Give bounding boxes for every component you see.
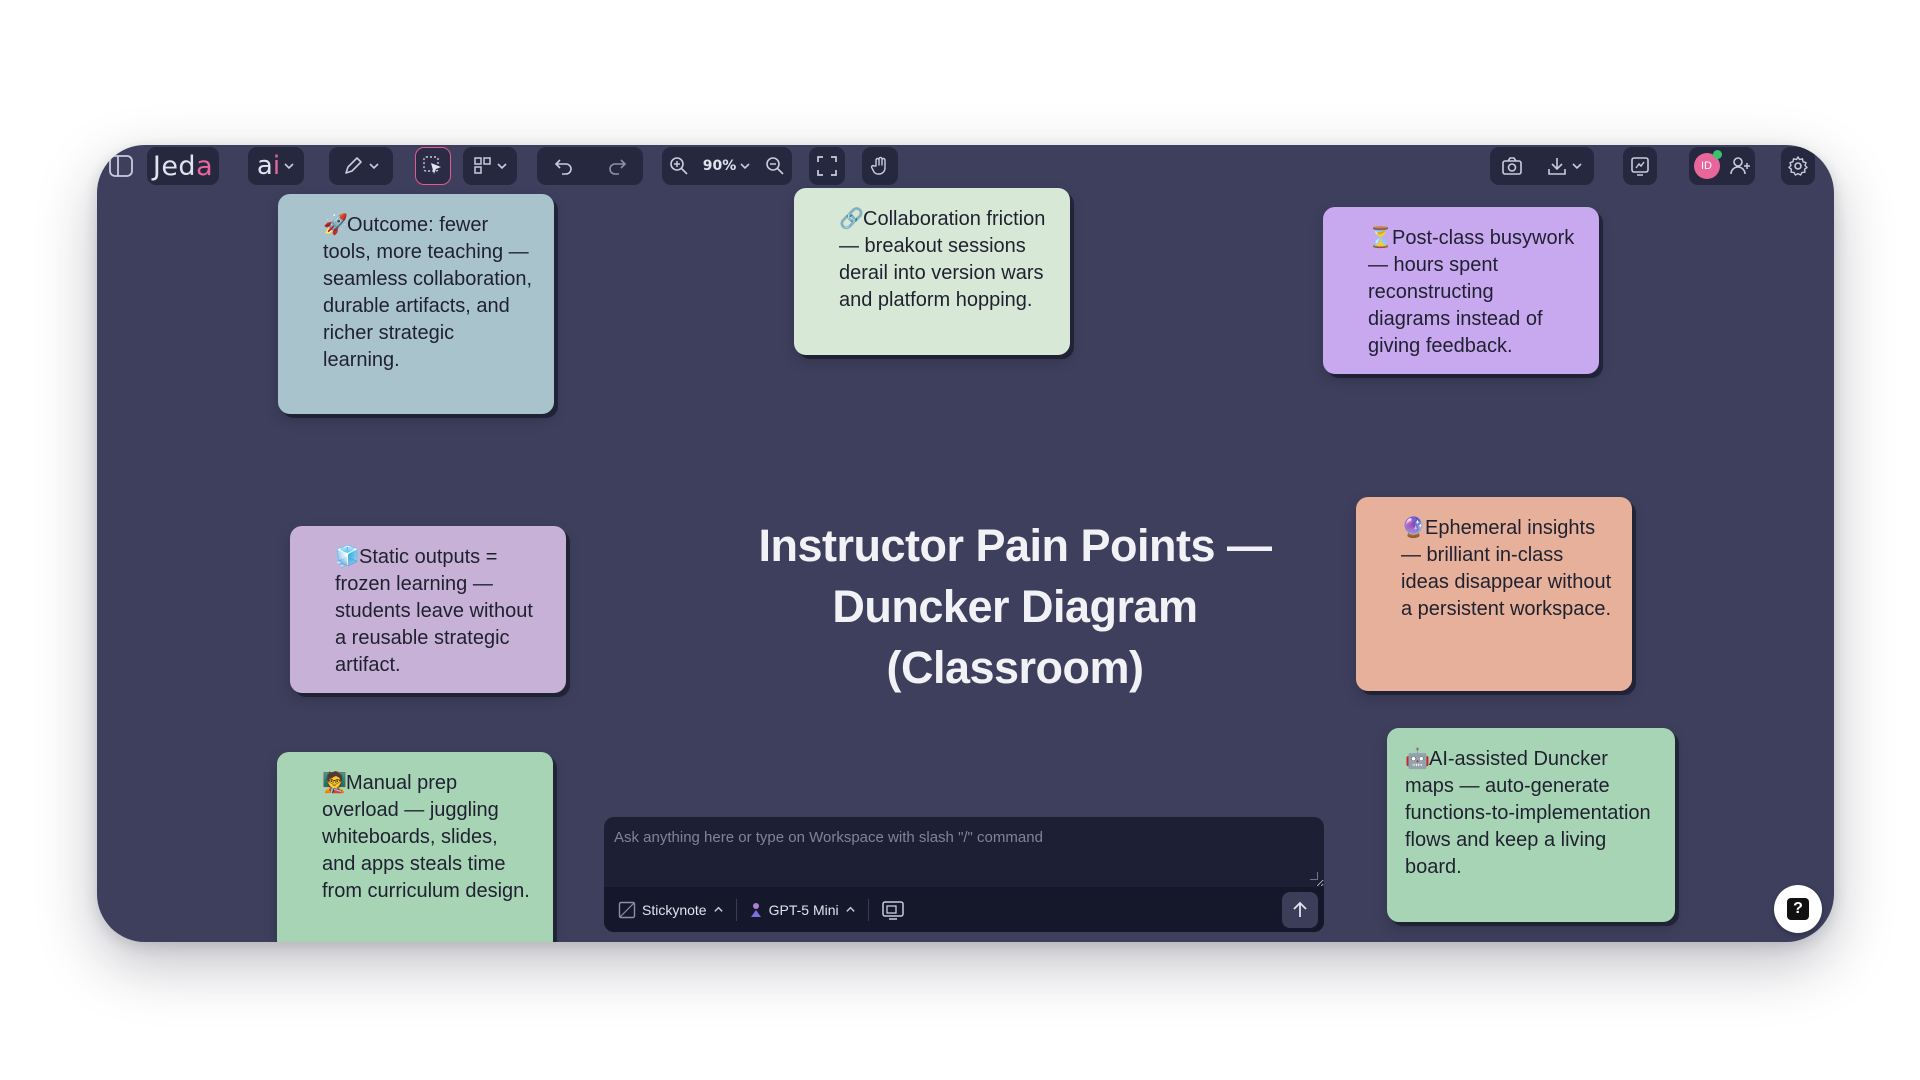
export-controls [1490, 147, 1594, 185]
ai-prompt-input[interactable] [604, 817, 1324, 887]
pen-icon [342, 155, 364, 177]
whiteboard-canvas[interactable]: Jeda ai [97, 145, 1834, 942]
divider [867, 898, 869, 921]
screen-capture-icon [881, 900, 905, 920]
chevron-up-icon [845, 904, 856, 915]
robot-icon: 🤖 [1405, 748, 1430, 770]
output-mode-label: Stickynote [642, 901, 707, 918]
ice-cube-icon: 🧊 [335, 546, 360, 568]
grid-shapes-icon [473, 156, 493, 176]
board-title[interactable]: Instructor Pain Points — Duncker Diagram… [695, 515, 1335, 698]
zoom-in-icon[interactable] [668, 155, 690, 177]
undo-icon[interactable] [553, 155, 575, 177]
history-controls [537, 147, 643, 185]
divider [735, 898, 737, 921]
zoom-controls: 90% [662, 147, 792, 185]
pan-tool-button[interactable] [862, 147, 898, 185]
pen-tool-button[interactable] [329, 147, 393, 185]
download-icon [1546, 155, 1568, 177]
select-tool-button[interactable] [415, 147, 451, 185]
note-text: Ephemeral insights — brilliant in-class … [1401, 517, 1612, 620]
chevron-down-icon [283, 160, 295, 172]
crystal-ball-icon: 🔮 [1401, 517, 1426, 539]
zoom-level: 90% [702, 158, 737, 174]
resize-handle[interactable] [1310, 872, 1318, 880]
sticky-note[interactable]: 🔮Ephemeral insights — brilliant in-class… [1356, 497, 1632, 691]
rocket-icon: 🚀 [323, 214, 348, 236]
settings-button[interactable] [1781, 147, 1815, 185]
link-icon: 🔗 [839, 208, 864, 230]
download-dropdown[interactable] [1546, 155, 1583, 177]
ai-menu-button[interactable]: ai [248, 147, 304, 185]
model-dropdown[interactable]: GPT-5 Mini [743, 902, 862, 918]
sticky-note[interactable]: 🤖AI-assisted Duncker maps — auto-generat… [1387, 728, 1675, 922]
note-text: Collaboration friction — breakout sessio… [839, 208, 1046, 311]
sticky-note[interactable]: ⏳Post-class busywork — hours spent recon… [1323, 207, 1599, 374]
attach-screen-button[interactable] [875, 900, 911, 920]
chevron-down-icon [368, 160, 380, 172]
send-button[interactable] [1282, 892, 1318, 928]
ai-label: ai [256, 151, 281, 181]
present-button[interactable] [1623, 147, 1657, 185]
sticky-note[interactable]: 🧑‍🏫Manual prep overload — juggling white… [277, 752, 553, 942]
board-title-line: (Classroom) [886, 642, 1144, 693]
sticky-note[interactable]: 🔗Collaboration friction — breakout sessi… [794, 188, 1070, 355]
board-title-line: Instructor Pain Points — [758, 520, 1272, 571]
help-button[interactable]: ? [1774, 885, 1822, 933]
model-label: GPT-5 Mini [768, 901, 839, 918]
chevron-up-icon [713, 904, 724, 915]
sidebar-toggle-icon [108, 153, 134, 179]
fit-screen-button[interactable] [809, 147, 845, 185]
shapes-tool-button[interactable] [463, 147, 517, 185]
note-text: Static outputs = frozen learning — stude… [335, 546, 533, 676]
add-user-icon[interactable] [1729, 155, 1751, 177]
present-icon [1629, 155, 1651, 177]
pointer-select-icon [422, 155, 444, 177]
model-icon [749, 902, 763, 918]
sidebar-toggle-button[interactable] [105, 147, 137, 185]
camera-icon[interactable] [1501, 155, 1523, 177]
avatar-initials: ID [1701, 160, 1712, 172]
note-text: Outcome: fewer tools, more teaching — se… [323, 214, 532, 371]
collaborators[interactable]: ID [1689, 147, 1755, 185]
help-icon: ? [1787, 898, 1809, 920]
avatar[interactable]: ID [1693, 150, 1722, 179]
chat-toolbar: Stickynote GPT-5 Mini [604, 887, 1324, 932]
sticky-note[interactable]: 🚀Outcome: fewer tools, more teaching — s… [278, 194, 554, 414]
ai-chat-panel: Stickynote GPT-5 Mini [604, 817, 1324, 932]
hand-pan-icon [869, 155, 891, 177]
redo-icon[interactable] [606, 155, 628, 177]
stickynote-icon [618, 901, 636, 919]
note-text: Post-class busywork — hours spent recons… [1368, 227, 1575, 357]
note-text: Manual prep overload — juggling whiteboa… [322, 772, 530, 902]
note-text: AI-assisted Duncker maps — auto-generate… [1405, 748, 1651, 878]
arrow-up-icon [1290, 900, 1310, 920]
sticky-note[interactable]: 🧊Static outputs = frozen learning — stud… [290, 526, 566, 693]
board-title-line: Duncker Diagram [832, 581, 1198, 632]
output-mode-dropdown[interactable]: Stickynote [612, 901, 730, 919]
online-status-dot [1712, 150, 1722, 159]
gear-icon [1787, 155, 1809, 177]
chevron-down-icon [1571, 160, 1583, 172]
chevron-down-icon [496, 160, 508, 172]
zoom-level-dropdown[interactable]: 90% [703, 158, 752, 174]
zoom-out-icon[interactable] [764, 155, 786, 177]
jeda-logo[interactable]: Jeda [147, 147, 219, 185]
chevron-down-icon [739, 160, 751, 172]
hourglass-icon: ⏳ [1368, 227, 1393, 249]
logo-text: Jeda [152, 150, 214, 182]
teacher-icon: 🧑‍🏫 [322, 772, 347, 794]
fit-screen-icon [816, 155, 838, 177]
